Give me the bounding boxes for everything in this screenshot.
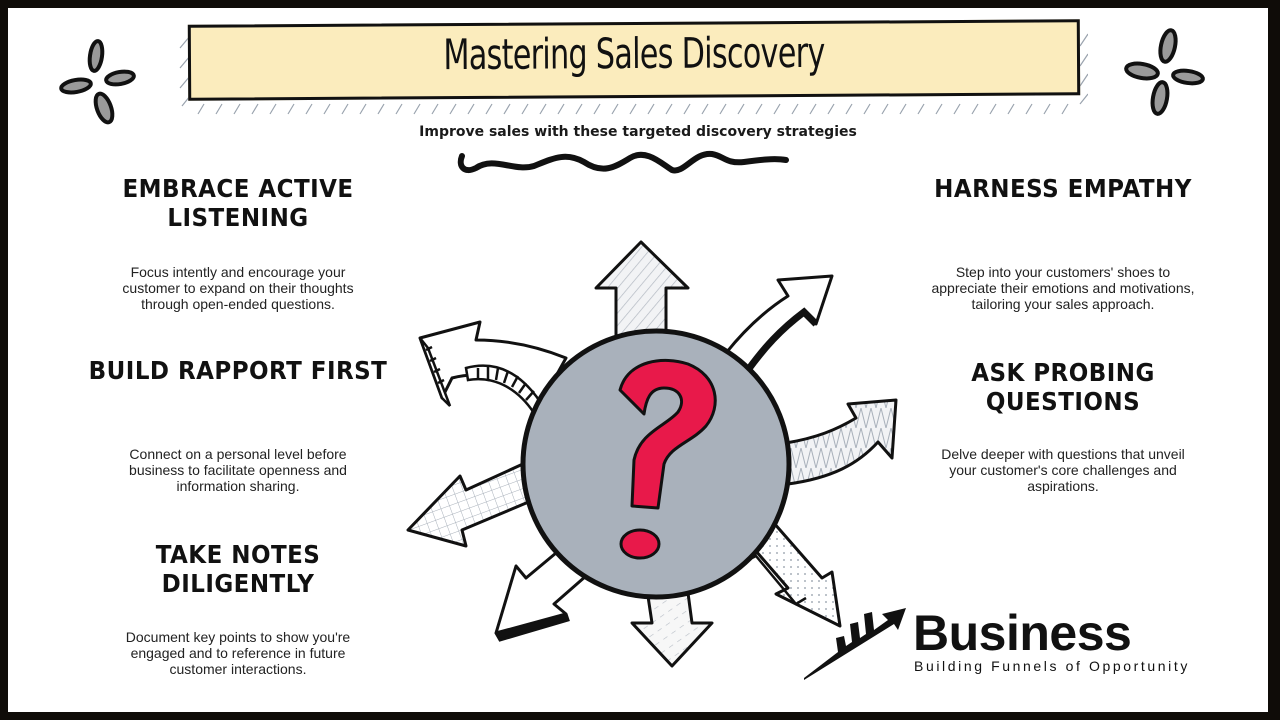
heading-line: DILIGENTLY xyxy=(161,569,315,598)
desc-line: aspirations. xyxy=(1027,478,1099,494)
desc-line: your customer's core challenges and xyxy=(949,462,1177,478)
strategy-desc-probing-questions: Delve deeper with questions that unveil … xyxy=(888,446,1238,494)
desc-line: Delve deeper with questions that unveil xyxy=(941,446,1185,462)
brand-tagline: Building Funnels of Opportunity xyxy=(914,658,1190,674)
banner-hatch-shadow xyxy=(179,33,1088,115)
title-banner: Mastering Sales Discovery xyxy=(178,19,1088,122)
strategy-desc-take-notes: Document key points to show you're engag… xyxy=(68,629,408,677)
sparkle-icon-right xyxy=(1124,28,1205,116)
heading-line: QUESTIONS xyxy=(985,387,1141,416)
brand-name: Business xyxy=(913,605,1132,661)
strategy-heading-take-notes: TAKE NOTES DILIGENTLY xyxy=(100,540,376,598)
desc-line: tailoring your sales approach. xyxy=(971,296,1155,312)
desc-line: Focus intently and encourage your xyxy=(130,264,346,280)
heading-line: EMBRACE ACTIVE xyxy=(122,174,354,203)
title-banner-box: Mastering Sales Discovery xyxy=(187,19,1081,101)
strategy-desc-build-rapport: Connect on a personal level before busin… xyxy=(68,446,408,494)
arrow-curved-left-icon xyxy=(418,320,568,416)
desc-line: information sharing. xyxy=(176,478,300,494)
strategy-heading-active-listening: EMBRACE ACTIVE LISTENING xyxy=(100,174,376,232)
arrow-down-left-bold-icon xyxy=(494,551,588,642)
strategy-desc-harness-empathy: Step into your customers' shoes to appre… xyxy=(888,264,1238,312)
strategy-desc-active-listening: Focus intently and encourage your custom… xyxy=(68,264,408,312)
desc-line: Connect on a personal level before xyxy=(129,446,347,462)
heading-line: BUILD RAPPORT FIRST xyxy=(88,356,388,385)
question-mark-icon xyxy=(618,358,717,560)
growth-chart-arrow-icon xyxy=(804,608,906,680)
heading-line: HARNESS EMPATHY xyxy=(934,174,1192,203)
heading-line: ASK PROBING xyxy=(971,358,1155,387)
desc-line: appreciate their emotions and motivation… xyxy=(931,280,1195,296)
desc-line: customer interactions. xyxy=(169,661,307,677)
desc-line: Document key points to show you're xyxy=(125,629,351,645)
strategy-heading-build-rapport: BUILD RAPPORT FIRST xyxy=(82,356,395,385)
arrow-up-right-icon xyxy=(724,274,834,373)
desc-line: Step into your customers' shoes to xyxy=(955,264,1171,280)
strategy-heading-probing-questions: ASK PROBING QUESTIONS xyxy=(920,358,1205,416)
arrow-up-icon xyxy=(594,240,690,345)
strategy-heading-harness-empathy: HARNESS EMPATHY xyxy=(920,174,1205,203)
question-arrows-illustration xyxy=(406,240,898,668)
desc-line: business to facilitate openness and xyxy=(129,462,347,478)
page-title: Mastering Sales Discovery xyxy=(443,27,825,80)
arrow-right-icon xyxy=(784,398,898,486)
page-subtitle: Improve sales with these targeted discov… xyxy=(419,124,857,140)
heading-line: LISTENING xyxy=(167,203,309,232)
sparkle-icon-left xyxy=(59,39,136,125)
desc-line: engaged and to reference in future xyxy=(130,645,346,661)
desc-line: customer to expand on their thoughts xyxy=(122,280,354,296)
desc-line: through open-ended questions. xyxy=(141,296,335,312)
arrow-down-left-icon xyxy=(406,456,540,548)
squiggle-underline xyxy=(457,150,789,174)
infographic-canvas: Mastering Sales Discovery Improve sales … xyxy=(8,8,1268,712)
heading-line: TAKE NOTES xyxy=(155,540,321,569)
